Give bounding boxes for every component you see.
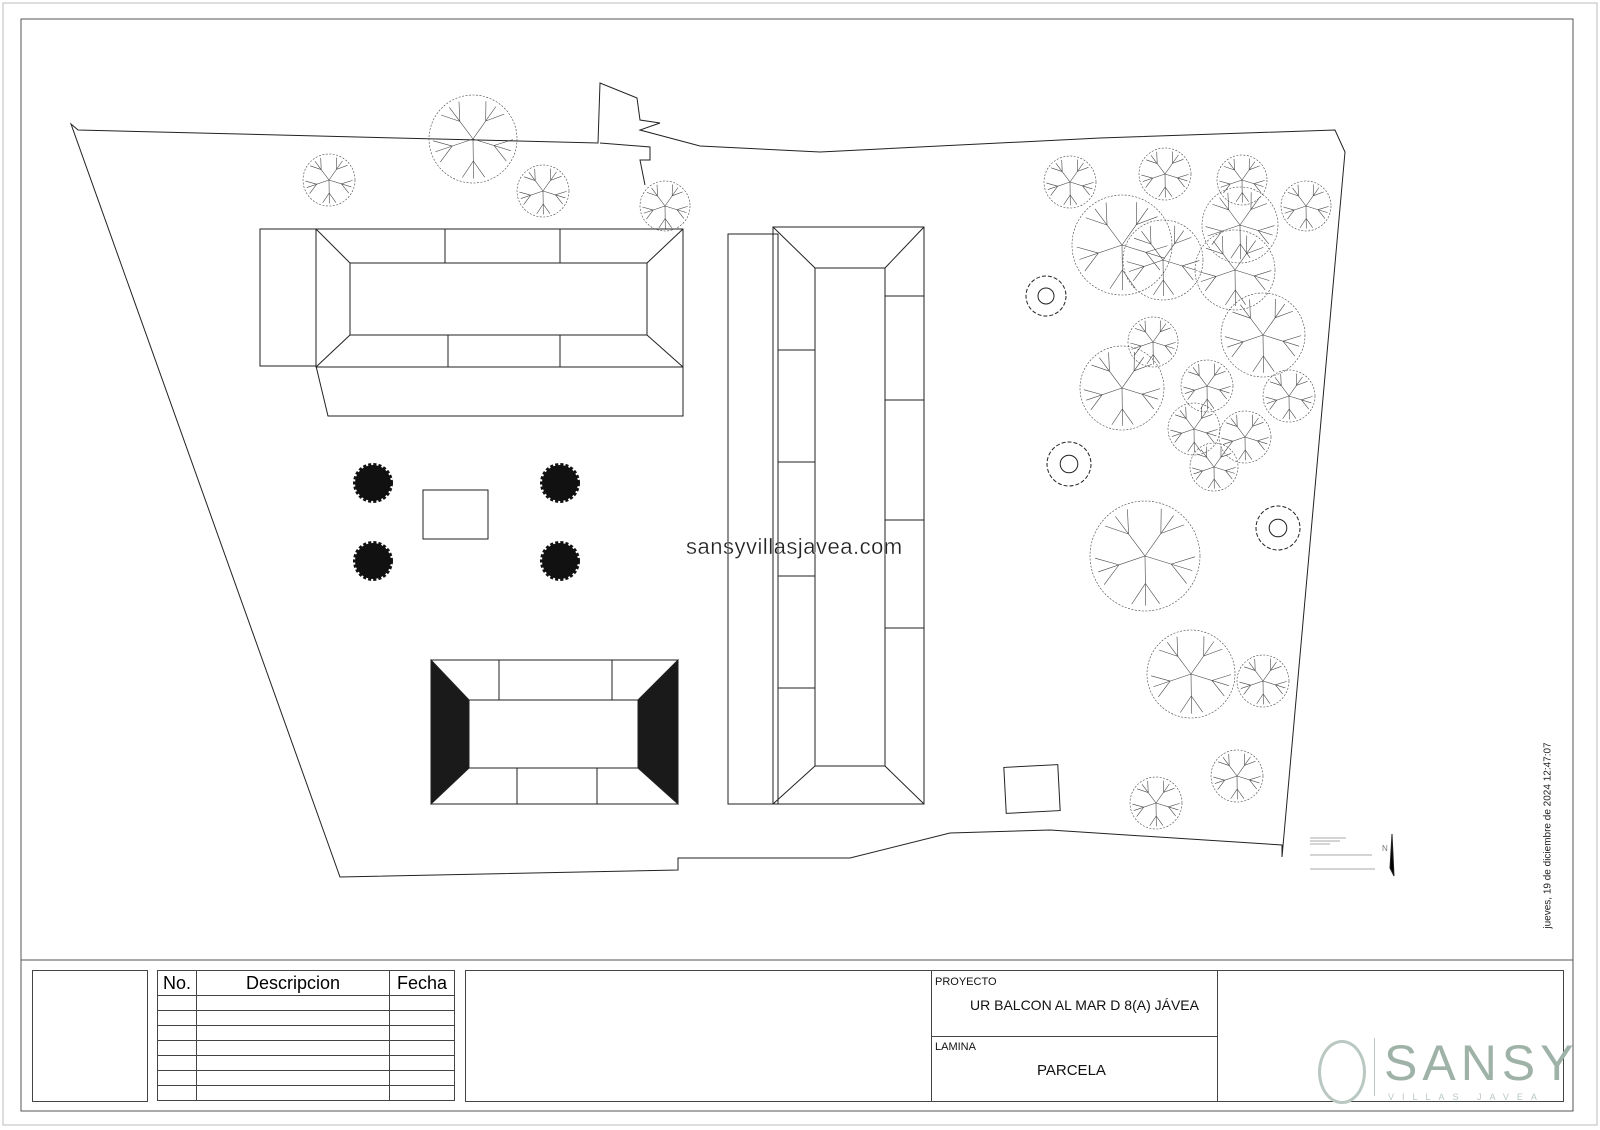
revision-row [157,1040,455,1056]
shrub-icon [1255,505,1301,551]
revision-cell [196,1070,390,1086]
revision-row [157,1070,455,1086]
revision-row [157,995,455,1011]
revision-row [157,1085,455,1101]
tree-icon [1146,629,1236,719]
tree-icon [1194,229,1276,311]
drawing-frame [20,18,1574,1112]
revision-row [157,1025,455,1041]
tree-icon [1079,345,1165,431]
revision-table: No. Descripcion Fecha [157,970,455,1101]
tree-icon [1167,402,1221,456]
revision-cell [157,1085,197,1101]
revision-cell [196,1040,390,1056]
project-label: PROYECTO [935,976,997,988]
palm-tree-icon [540,463,580,503]
revision-cell [389,1040,455,1056]
shrub-icon [1037,287,1055,305]
logo-name: SANSY [1384,1035,1579,1091]
tree-icon [302,153,356,207]
tree-icon [1043,155,1097,209]
project-value: UR BALCON AL MAR D 8(A) JÁVEA [970,997,1199,1013]
tree-icon [1201,186,1279,264]
revision-cell [157,1010,197,1026]
tree-icon [1216,154,1268,206]
building-b [727,226,925,805]
shrub-icon [1025,275,1067,317]
north-arrow-icon [1389,833,1395,877]
revision-cell [196,1010,390,1026]
revision-cell [389,1025,455,1041]
building-c [430,658,679,806]
small-structure [1003,764,1061,814]
shrub-icon [1268,518,1288,538]
tree-icon [1122,219,1204,301]
sheet-value: PARCELA [1037,1062,1106,1079]
revision-cell [196,1055,390,1071]
tree-icon [1210,749,1264,803]
building-a [259,228,684,417]
revision-cell [157,995,197,1011]
tree-icon [1138,147,1192,201]
col-descripcion: Descripcion [196,970,390,996]
drawing-legend [1310,837,1375,870]
revision-cell [196,1085,390,1101]
plot-inner-wall [599,142,651,186]
revision-cell [196,1025,390,1041]
tree-icon [1180,359,1234,413]
print-timestamp: jueves, 19 de diciembre de 2024 12:47:07 [1542,742,1554,929]
stamp-box [32,970,148,1102]
tree-icon [1071,194,1173,296]
tree-icon [1129,776,1183,830]
revision-cell [389,1055,455,1071]
revision-row [157,1010,455,1026]
tree-icon [1280,180,1332,232]
revision-cell [389,1070,455,1086]
revision-cell [389,1010,455,1026]
tree-icon [1262,369,1316,423]
revision-cell [157,1040,197,1056]
sheet-cell: LAMINA PARCELA [931,1036,1218,1101]
shrub-icon [1046,441,1092,487]
tree-icon [1127,316,1179,368]
sheet-label: LAMINA [935,1041,976,1053]
tree-icon [516,164,570,218]
project-cell: PROYECTO UR BALCON AL MAR D 8(A) JÁVEA [931,971,1218,1037]
revision-cell [389,995,455,1011]
palm-tree-icon [353,463,393,503]
logo-tagline: VILLAS JAVEA [1388,1092,1545,1102]
palm-tree-icon [540,541,580,581]
tree-icon [1189,442,1239,492]
revision-cell [157,1070,197,1086]
tree-icon [1218,410,1272,464]
revision-cell [389,1085,455,1101]
north-label: N [1382,844,1388,853]
tree-icon [1236,654,1290,708]
logo-s-mark-icon [1318,1040,1366,1104]
watermark-text: sansyvillasjavea.com [686,534,903,559]
revision-cell [196,995,390,1011]
palm-tree-icon [353,541,393,581]
plot-boundary [69,82,1346,878]
revision-row [157,1055,455,1071]
col-fecha: Fecha [389,970,455,996]
tree-icon [639,180,691,232]
revision-cell [157,1025,197,1041]
revision-cell [157,1055,197,1071]
tree-icon [1089,500,1201,612]
shrub-icon [1059,454,1079,474]
small-structure [422,489,489,540]
tree-icon [428,94,518,184]
main-title-box: PROYECTO UR BALCON AL MAR D 8(A) JÁVEA L… [465,970,1564,1102]
col-no: No. [157,970,197,996]
tree-icon [1220,292,1306,378]
